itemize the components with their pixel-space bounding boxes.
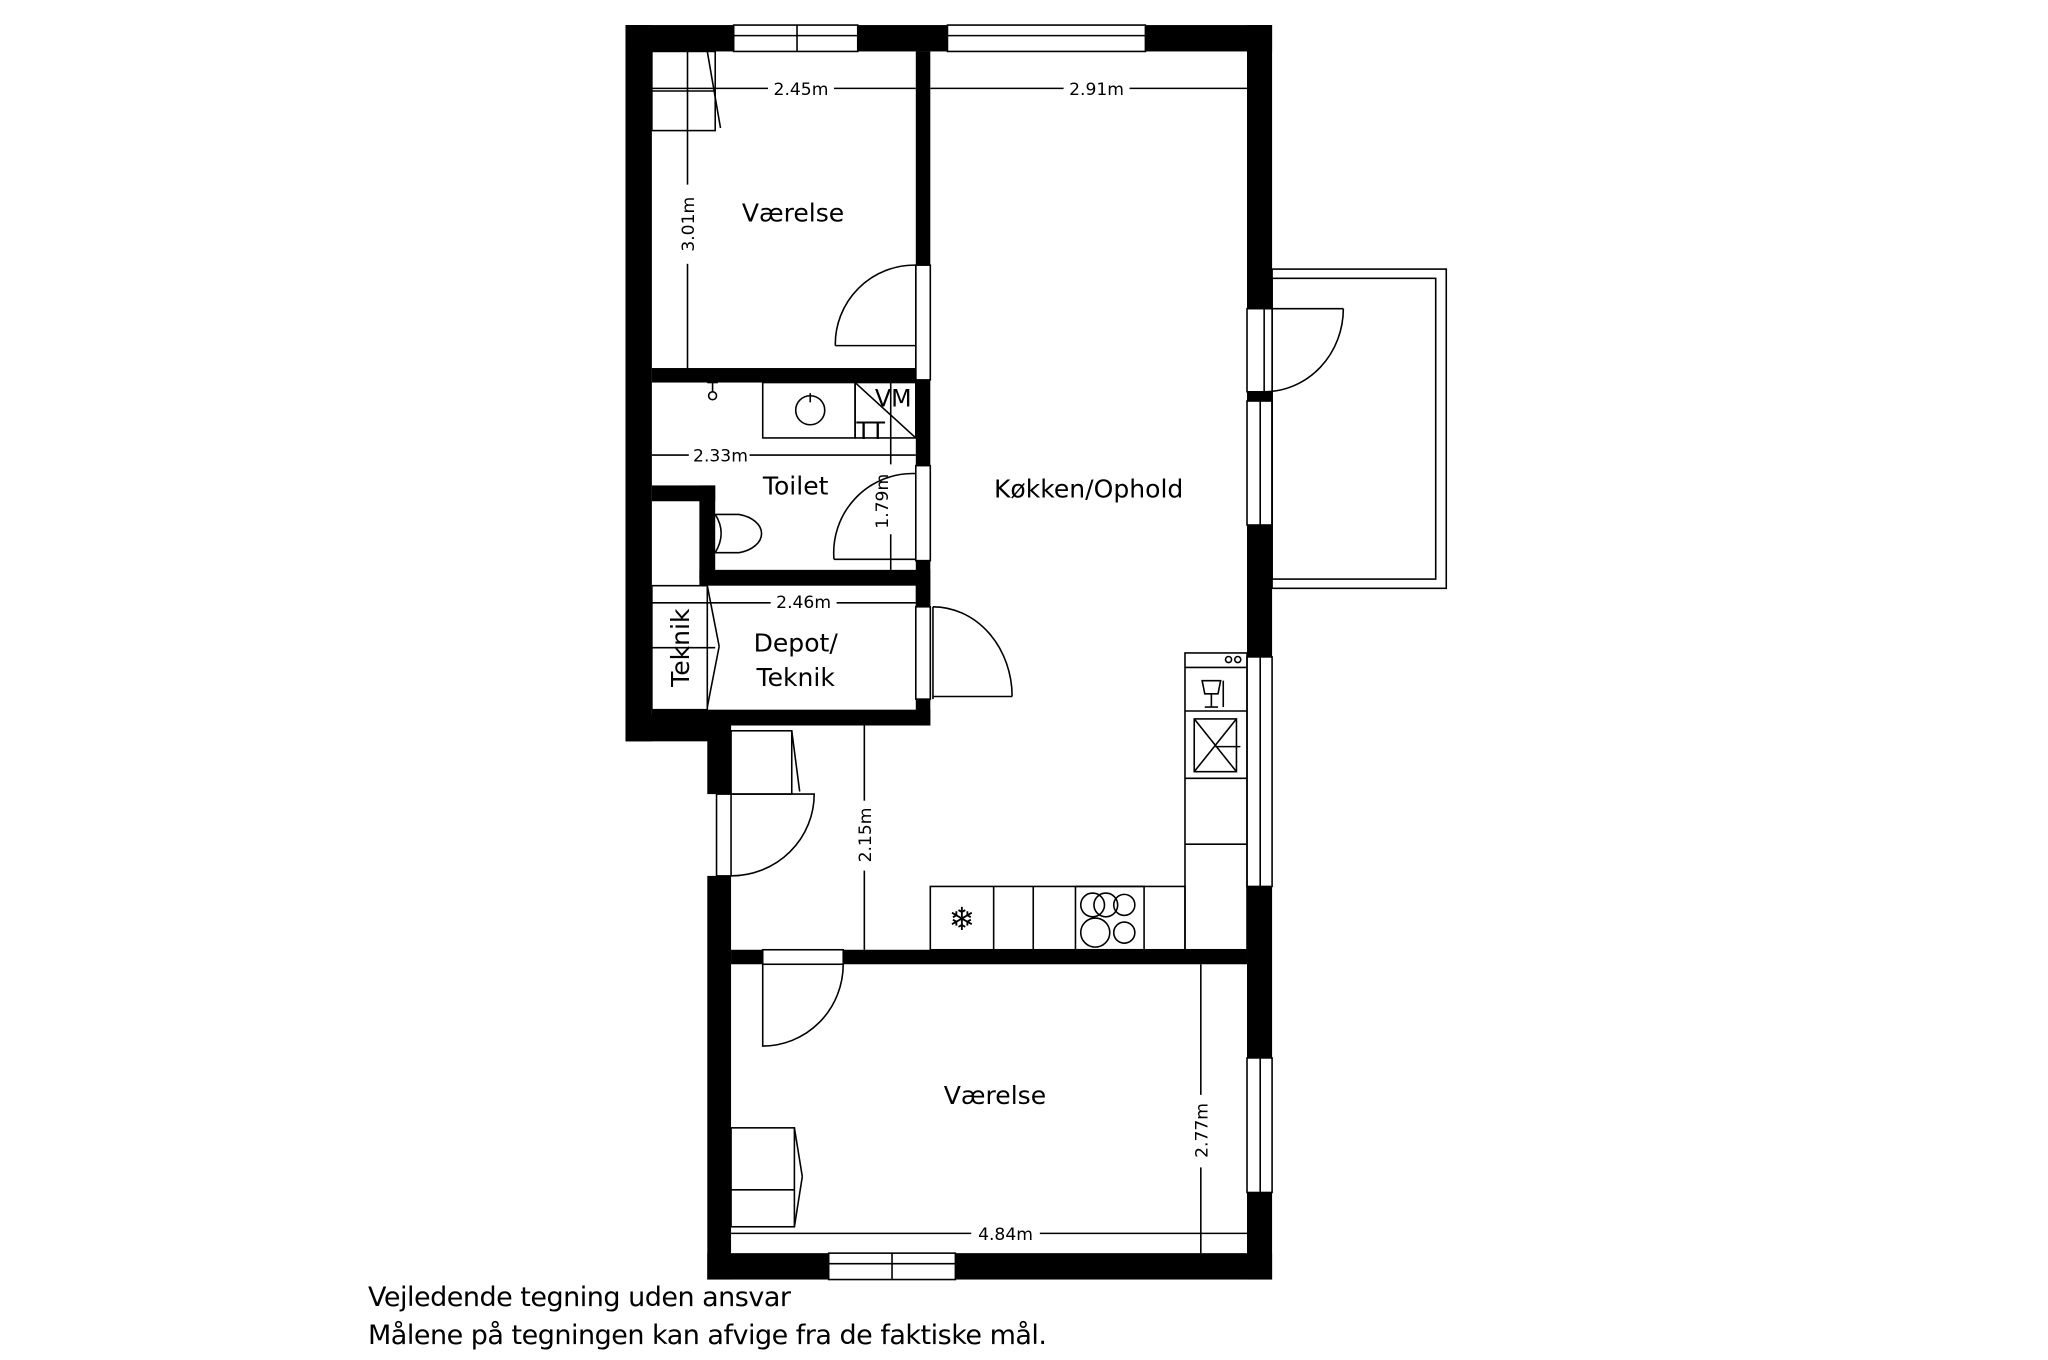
door-swing-icon: [915, 605, 1013, 700]
door-swing-icon: [1246, 307, 1345, 393]
fixtures: VM TT ❄: [651, 50, 1248, 1228]
room-label-toilet: Toilet: [762, 472, 829, 501]
dim-kitchen-width: 2.91m: [1069, 80, 1124, 100]
disclaimer-line-2: Målene på tegningen kan afvige fra de fa…: [368, 1320, 1047, 1351]
washer-label: VM: [875, 384, 912, 412]
shower-icon: [707, 381, 718, 401]
dim-toilet-height: 1.79m: [873, 474, 893, 529]
doors: [715, 264, 1345, 1047]
dimension-lines: [651, 51, 1248, 1254]
dim-bedroom2-height: 2.77m: [1192, 1103, 1212, 1158]
room-label-teknik: Teknik: [666, 608, 695, 688]
dim-bedroom2-width: 4.84m: [978, 1225, 1033, 1245]
walls: [625, 25, 1273, 1280]
room-label-kitchen-living: Køkken/Ophold: [994, 474, 1183, 503]
room-label-bedroom-2: Værelse: [944, 1081, 1046, 1110]
dim-depot-width: 2.46m: [776, 593, 831, 613]
room-label-depot-line2: Teknik: [756, 663, 836, 692]
room-label-depot-line1: Depot/: [754, 629, 839, 658]
dim-bedroom1-height: 3.01m: [679, 197, 699, 252]
balcony: [1271, 268, 1448, 590]
dim-toilet-width: 2.33m: [693, 447, 748, 467]
disclaimer-line-1: Vejledende tegning uden ansvar: [368, 1282, 791, 1313]
windows: [732, 24, 1273, 1281]
stove-icon: [1074, 885, 1145, 951]
freezer-icon: ❄: [949, 901, 976, 937]
oven-icon: [1193, 718, 1241, 773]
door-swing-icon: [761, 948, 845, 1047]
toilet-icon: [714, 513, 763, 554]
window-icon: [732, 24, 859, 53]
dim-entrance-height: 2.15m: [856, 808, 876, 863]
door-swing-icon: [715, 729, 815, 877]
dryer-label: TT: [855, 417, 885, 445]
dim-bedroom1-width: 2.45m: [774, 80, 829, 100]
dishwasher-icon: [1201, 679, 1225, 708]
door-swing-icon: [834, 264, 932, 381]
room-label-bedroom-1: Værelse: [742, 199, 844, 228]
door-swing-icon: [832, 464, 932, 562]
window-icon: [946, 24, 1147, 53]
